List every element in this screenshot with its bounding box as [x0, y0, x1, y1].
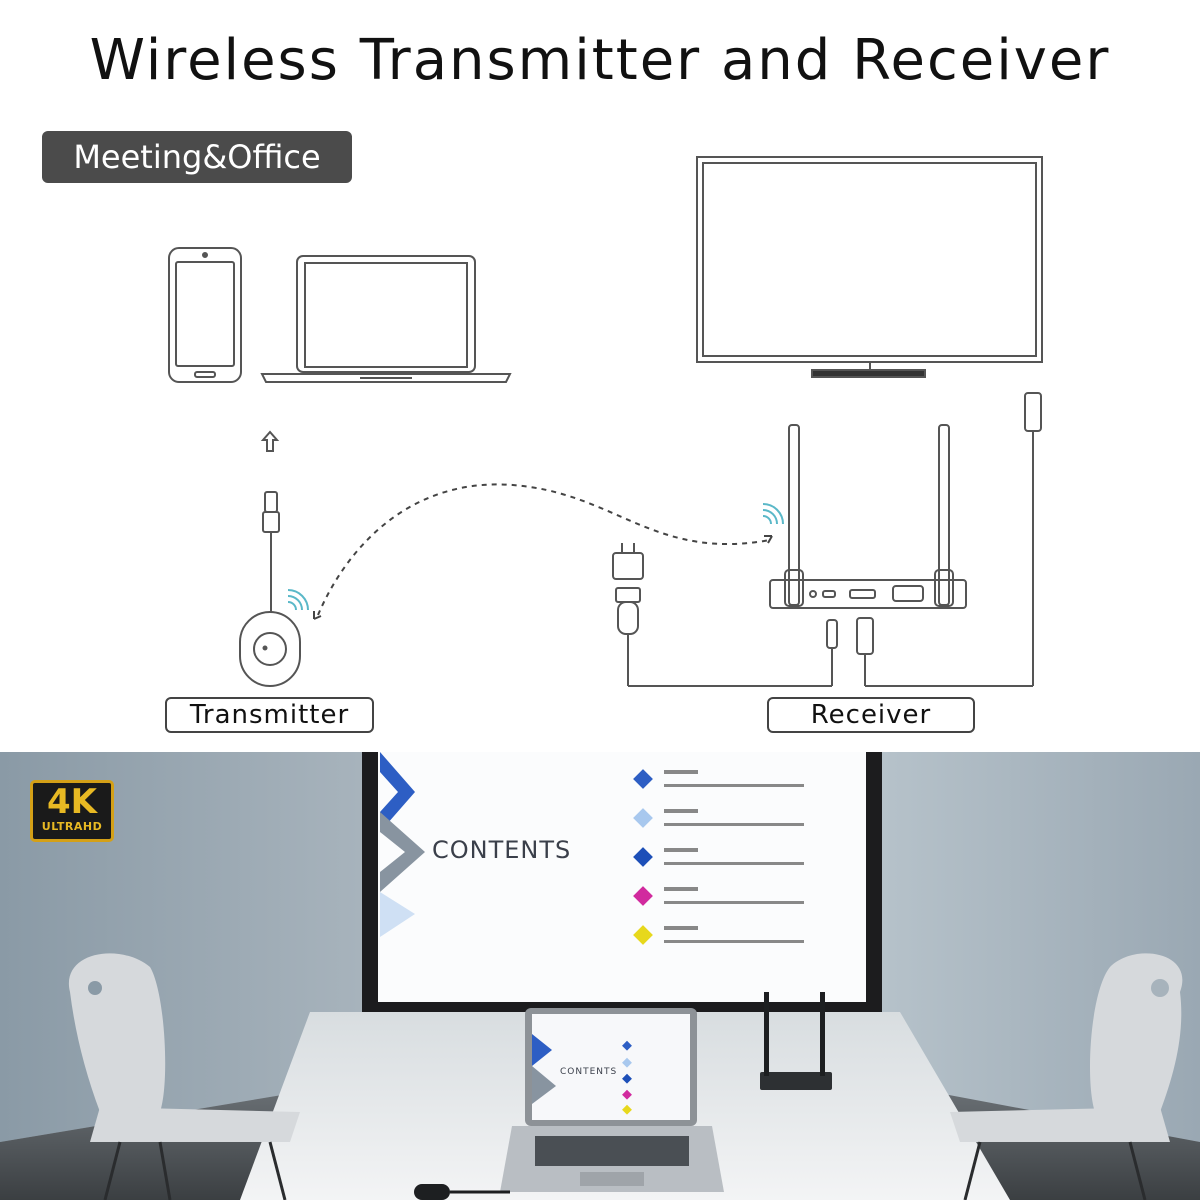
- transmitter-usb-plug: [262, 491, 280, 612]
- screen-heading: CONTENTS: [432, 836, 572, 864]
- tv-display-icon: [696, 156, 1043, 378]
- wifi-icon-receiver: [762, 503, 784, 525]
- transmitter-label: Transmitter: [165, 697, 374, 733]
- laptop-icon: [260, 255, 512, 383]
- scenario-badge: Meeting&Office: [42, 131, 352, 183]
- transmitter-device: [239, 611, 301, 687]
- meeting-room-photo: [0, 752, 1200, 1200]
- 4k-badge-sub: ULTRAHD: [41, 820, 103, 833]
- receiver-label: Receiver: [767, 697, 975, 733]
- power-adapter-icon: [612, 543, 838, 687]
- 4k-badge-main: 4K: [46, 782, 97, 822]
- smartphone-icon: [168, 247, 242, 383]
- wireless-link: [317, 483, 771, 616]
- wifi-icon-transmitter: [287, 589, 309, 611]
- page-title: Wireless Transmitter and Receiver: [89, 28, 1111, 93]
- hdmi-cable-icon: [856, 392, 1042, 687]
- up-arrow-icon: [260, 430, 280, 452]
- 4k-ultrahd-badge: 4K ULTRAHD: [30, 780, 114, 842]
- receiver-device: [769, 424, 967, 609]
- connection-diagram: [168, 156, 1043, 687]
- laptop-screen-heading: CONTENTS: [560, 1067, 618, 1077]
